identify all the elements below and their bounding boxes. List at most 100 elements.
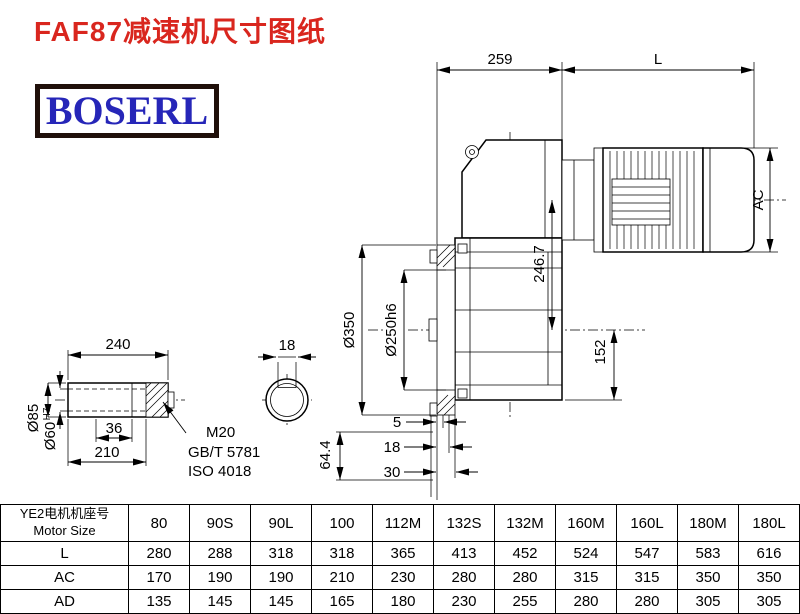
dim-64-4-label: 64.4 <box>317 440 334 469</box>
dim-64-4: 64.4 <box>317 431 433 481</box>
dim-152: 152 <box>565 330 622 401</box>
table-cell: 280 <box>128 541 190 566</box>
motor <box>561 147 755 253</box>
dim-85-label: Ø85 <box>25 404 42 432</box>
dim-350-label: Ø350 <box>341 312 358 349</box>
dim-259-label: 259 <box>487 51 512 68</box>
col-header: 100 <box>311 504 373 542</box>
col-header: 90S <box>189 504 251 542</box>
dim-152-label: 152 <box>592 339 609 364</box>
table-row-AC: AC 170 190 190 210 230 280 280 315 315 3… <box>0 565 800 590</box>
dim-36-label: 36 <box>106 420 123 437</box>
table-row-L: L 280 288 318 318 365 413 452 524 547 58… <box>0 541 800 566</box>
table-cell: 190 <box>250 565 312 590</box>
dim-250h6: Ø250h6 <box>383 269 446 391</box>
thread-standard-gb-label: GB/T 5781 <box>188 444 260 461</box>
table-cell: 616 <box>738 541 800 566</box>
col-header: 132M <box>494 504 556 542</box>
col-header: 90L <box>250 504 312 542</box>
dim-259: 259 <box>436 51 563 245</box>
table-cell: 315 <box>555 565 617 590</box>
table-cell: 305 <box>677 589 739 614</box>
table-cell: 350 <box>677 565 739 590</box>
dim-5-label: 5 <box>393 414 401 431</box>
shaft-detail <box>67 382 175 418</box>
table-cell: 170 <box>128 565 190 590</box>
end-bolt <box>167 391 175 409</box>
stator-core <box>611 178 671 226</box>
table-cell: 318 <box>250 541 312 566</box>
dim-60-label: Ø60 <box>42 422 59 450</box>
output-flange <box>428 244 456 417</box>
thread-standard-iso-label: ISO 4018 <box>188 463 251 480</box>
table-cell: 165 <box>311 589 373 614</box>
dim-30-label: 30 <box>384 464 401 481</box>
table-cell: 365 <box>372 541 434 566</box>
table-cell: 288 <box>189 541 251 566</box>
table-cell: 547 <box>616 541 678 566</box>
table-cell: 180 <box>372 589 434 614</box>
col-header: 112M <box>372 504 434 542</box>
table-cell: 145 <box>250 589 312 614</box>
dim-240-label: 240 <box>105 336 130 353</box>
size-table: YE2电机机座号 Motor Size 80 90S 90L 100 112M … <box>0 504 800 614</box>
dim-60-tolerance-label: H7 <box>42 407 53 420</box>
dim-246-7: 246.7 <box>531 200 556 330</box>
table-cell: 350 <box>738 565 800 590</box>
table-cell: 452 <box>494 541 556 566</box>
dim-350: Ø350 <box>341 244 436 416</box>
table-cell: 230 <box>433 589 495 614</box>
table-cell: 230 <box>372 565 434 590</box>
table-cell: 145 <box>189 589 251 614</box>
thread-callout: M20 GB/T 5781 ISO 4018 <box>162 401 260 480</box>
table-cell: 255 <box>494 589 556 614</box>
table-cell: 135 <box>128 589 190 614</box>
dim-keyway-18-label: 18 <box>279 337 296 354</box>
dim-210: 210 <box>67 419 147 466</box>
header-motor-size-cell: YE2电机机座号 Motor Size <box>0 504 129 542</box>
table-cell: 280 <box>555 589 617 614</box>
fan-cowl <box>702 147 755 253</box>
row-label: AC <box>0 565 129 590</box>
col-header: 132S <box>433 504 495 542</box>
header-motor-size-cn: YE2电机机座号 <box>19 506 110 522</box>
table-header-row: YE2电机机座号 Motor Size 80 90S 90L 100 112M … <box>0 504 800 542</box>
brand-logo-text: BOSERL <box>45 88 209 133</box>
table-row-AD: AD 135 145 145 165 180 230 255 280 280 3… <box>0 589 800 614</box>
table-cell: 524 <box>555 541 617 566</box>
col-header: 180M <box>677 504 739 542</box>
header-motor-size-en: Motor Size <box>33 523 96 538</box>
col-header: 160L <box>616 504 678 542</box>
thread-size-label: M20 <box>206 424 235 441</box>
dim-250h6-label: Ø250h6 <box>383 303 400 356</box>
dim-240: 240 <box>67 336 169 380</box>
hollow-shaft-end <box>428 318 438 342</box>
row-label: L <box>0 541 129 566</box>
keyway-section-detail: 18 <box>258 337 316 422</box>
dim-L: L <box>562 51 755 148</box>
col-header: 160M <box>555 504 617 542</box>
table-cell: 305 <box>738 589 800 614</box>
table-cell: 280 <box>494 565 556 590</box>
dim-bottom-offsets: 5 18 30 <box>384 414 478 500</box>
table-cell: 190 <box>189 565 251 590</box>
dim-210-label: 210 <box>94 444 119 461</box>
table-cell: 315 <box>616 565 678 590</box>
table-cell: 280 <box>433 565 495 590</box>
lifting-eye-icon <box>465 145 479 159</box>
dim-L-label: L <box>654 51 662 68</box>
dim-36: 36 <box>95 419 133 442</box>
dim-18-label: 18 <box>384 439 401 456</box>
table-cell: 583 <box>677 541 739 566</box>
table-cell: 210 <box>311 565 373 590</box>
brand-logo: BOSERL <box>35 84 219 138</box>
row-label: AD <box>0 589 129 614</box>
col-header: 180L <box>738 504 800 542</box>
table-cell: 318 <box>311 541 373 566</box>
dim-AC-label: AC <box>750 189 767 210</box>
dim-246-7-label: 246.7 <box>531 245 548 283</box>
table-cell: 280 <box>616 589 678 614</box>
gearbox-housing <box>454 139 563 401</box>
